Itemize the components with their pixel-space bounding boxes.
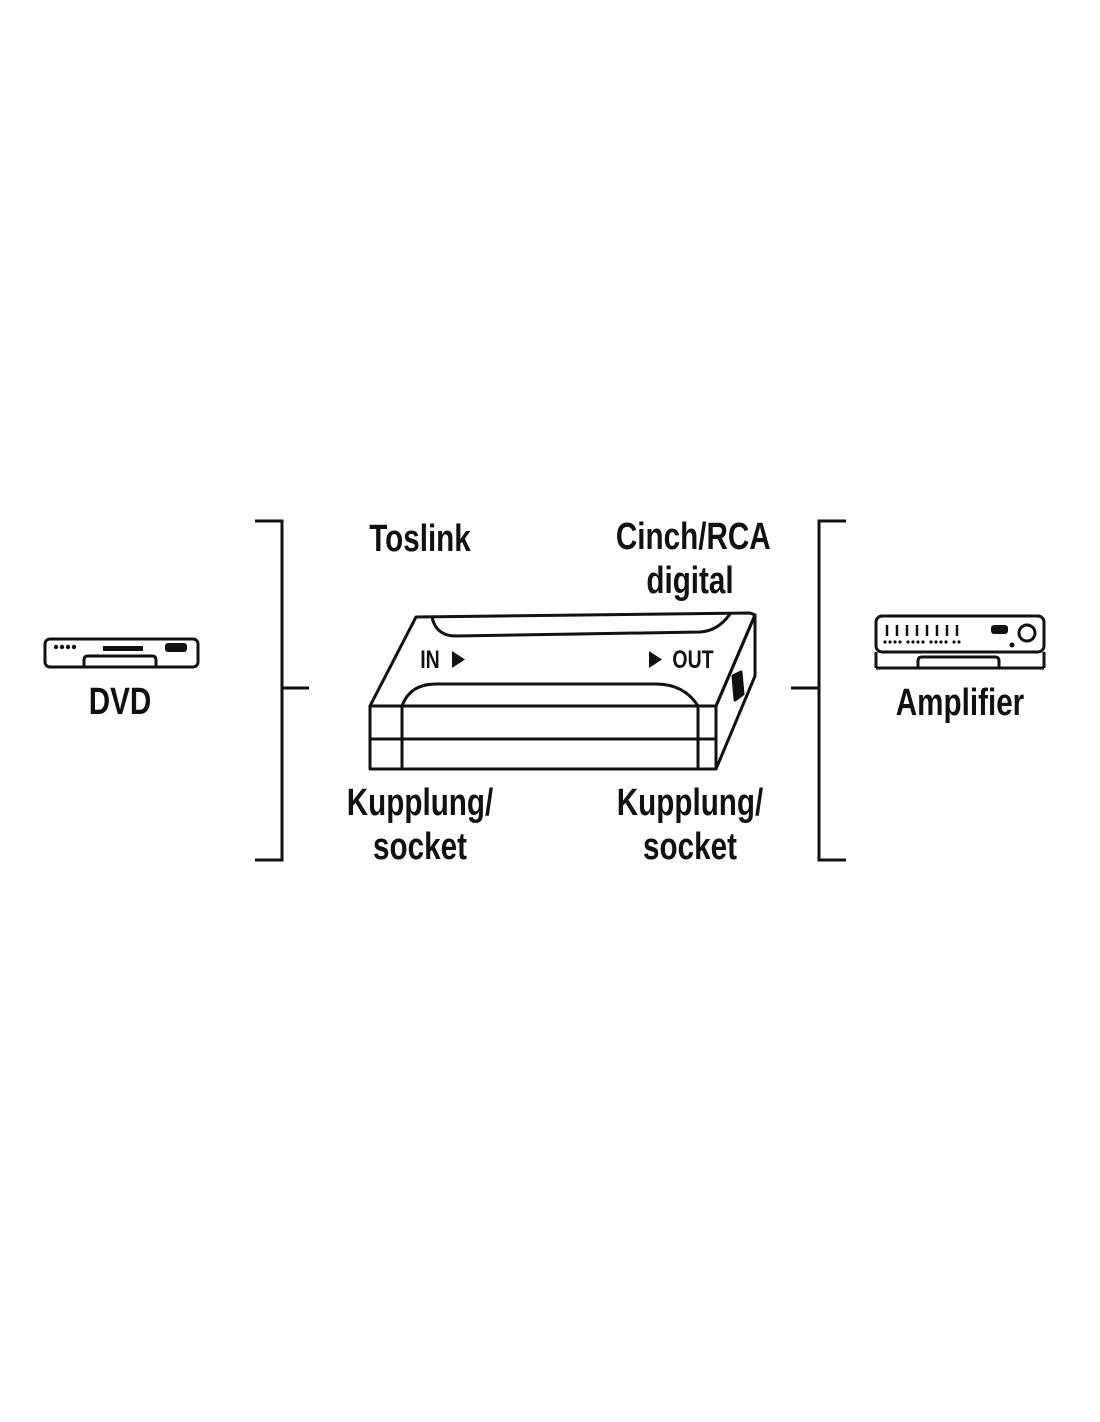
out-arrow-icon (649, 651, 662, 668)
output-socket-line1: Kupplung/ (616, 782, 764, 824)
cinch-rca-line2: digital (646, 560, 734, 602)
input-socket-line2: socket (373, 826, 467, 868)
right-bracket (791, 519, 846, 862)
amplifier-label: Amplifier (895, 682, 1025, 724)
cinch-rca-line1: Cinch/RCA (615, 516, 771, 558)
dvd-label: DVD (88, 681, 152, 723)
left-bracket (255, 519, 309, 862)
toslink-label: Toslink (369, 518, 471, 560)
in-arrow-icon (452, 651, 465, 668)
dvd-player-icon (43, 637, 200, 669)
cinch-rca-label: Cinch/RCA digital (615, 515, 771, 603)
input-socket-label: Kupplung/ socket (342, 781, 498, 869)
in-marker-label: IN (420, 646, 440, 674)
output-socket-line2: socket (643, 826, 737, 868)
output-socket-label: Kupplung/ socket (612, 781, 768, 869)
input-socket-line1: Kupplung/ (346, 782, 494, 824)
out-marker-label: OUT (672, 646, 714, 674)
adapter-box-icon (368, 611, 757, 771)
amplifier-icon (874, 614, 1046, 670)
